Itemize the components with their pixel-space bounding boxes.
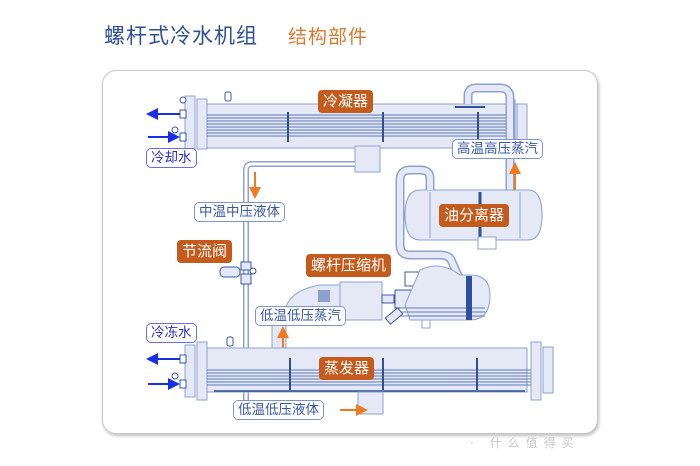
high-temp-high-pressure-vapor-label: 高温高压蒸汽	[452, 139, 543, 159]
medium-temp-medium-pressure-liquid-label: 中温中压液体	[194, 202, 285, 222]
thermometer-icon	[179, 96, 187, 104]
low-temp-low-pressure-liquid-label: 低温低压液体	[233, 400, 324, 420]
throttle-valve-tag: 节流阀	[177, 240, 233, 263]
watermark: · 什么值得买	[470, 436, 580, 450]
condenser-tag: 冷凝器	[318, 90, 374, 113]
low-temp-low-pressure-vapor-label: 低温低压蒸汽	[255, 306, 346, 326]
oil-separator-tag: 油分离器	[439, 204, 510, 227]
condenser-sight-glass-icon	[224, 91, 232, 102]
thermometer-icon	[171, 372, 179, 380]
chilled-water-ports	[146, 353, 187, 390]
thermometer-icon	[171, 126, 179, 134]
page-title: 螺杆式冷水机组	[104, 24, 258, 48]
evaporator-sight-glass-icon	[226, 336, 234, 347]
evaporator-tag: 蒸发器	[319, 357, 375, 380]
cooling-water-label: 冷却水	[146, 148, 197, 168]
throttle-valve-icon	[219, 261, 257, 285]
cooling-water-ports	[146, 96, 187, 143]
page-subtitle: 结构部件	[288, 26, 369, 48]
chilled-water-label: 冷冻水	[146, 323, 197, 343]
screw-compressor-tag: 螺杆压缩机	[306, 254, 392, 277]
